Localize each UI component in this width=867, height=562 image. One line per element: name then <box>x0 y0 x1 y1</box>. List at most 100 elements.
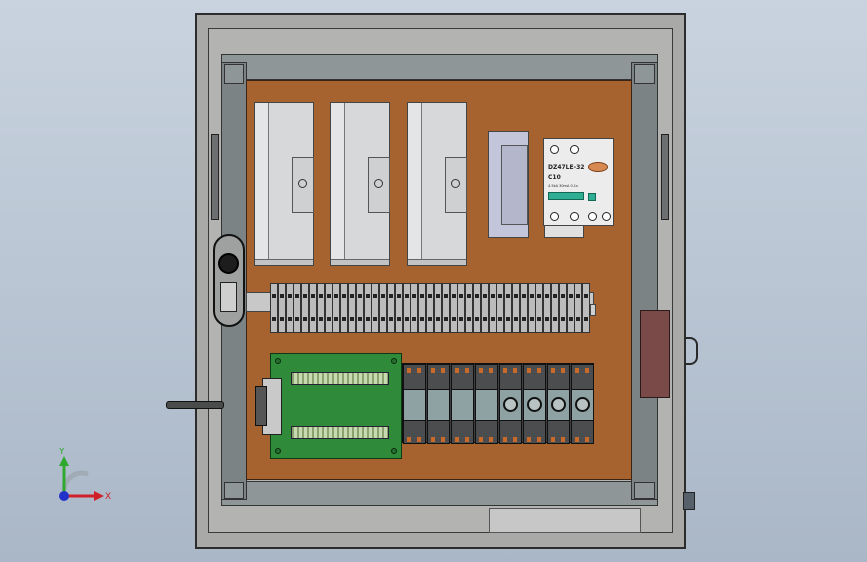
terminal-block <box>394 283 403 333</box>
terminal-block <box>340 283 349 333</box>
y-axis-label: Y <box>58 448 65 457</box>
side-handle[interactable] <box>640 310 670 398</box>
relay-pin <box>575 437 579 442</box>
relay-module[interactable] <box>523 364 546 444</box>
terminal-block <box>410 283 419 333</box>
terminal-block <box>457 283 466 333</box>
ground-lug <box>683 492 695 510</box>
relay-pin <box>407 368 411 373</box>
relay-pin <box>455 437 459 442</box>
terminal-block-strip <box>270 283 591 333</box>
terminal-block <box>301 283 310 333</box>
enclosure-latch-icon[interactable] <box>213 234 245 327</box>
latch-knob[interactable] <box>218 253 239 274</box>
terminal-block <box>504 283 513 333</box>
terminal-block <box>480 283 489 333</box>
rcd-indicator <box>588 193 596 201</box>
rcd-model-label: DZ47LE-32 <box>548 164 585 171</box>
circuit-breaker-3[interactable] <box>407 102 467 266</box>
relay-pin <box>527 368 531 373</box>
y-axis-head <box>59 456 69 466</box>
relay-module[interactable] <box>499 364 522 444</box>
relay-pin <box>527 437 531 442</box>
indicator-lamp-icon <box>503 397 518 412</box>
terminal-block <box>472 283 481 333</box>
test-button-icon[interactable] <box>588 162 608 172</box>
z-axis-dot <box>59 491 69 501</box>
circuit-breaker-1[interactable] <box>254 102 314 266</box>
relay-module[interactable] <box>547 364 570 444</box>
terminal-block <box>527 283 536 333</box>
relay-pin <box>479 437 483 442</box>
terminal-block <box>535 283 544 333</box>
terminal-block <box>543 283 552 333</box>
relay-pin <box>489 437 493 442</box>
circuit-breaker-2[interactable] <box>330 102 390 266</box>
pcb-terminal-row-top <box>291 372 389 385</box>
relay-pin <box>537 368 541 373</box>
relay-pin <box>503 368 507 373</box>
terminal-block <box>324 283 333 333</box>
relay-module[interactable] <box>571 364 594 444</box>
contactor[interactable] <box>488 131 529 238</box>
relay-module[interactable] <box>475 364 498 444</box>
terminal-block <box>277 283 286 333</box>
relay-module[interactable] <box>451 364 474 444</box>
x-axis-label: X <box>105 492 111 502</box>
terminal-block <box>449 283 458 333</box>
relay-pin <box>513 437 517 442</box>
residual-current-breaker[interactable]: DZ47LE-32 C10 4.5kA 30mA 0.1s <box>543 138 614 226</box>
left-hinge <box>211 134 219 220</box>
relay-module[interactable] <box>403 364 426 444</box>
enclosure-bottom-panel <box>489 508 641 533</box>
rcd-toggle[interactable] <box>548 192 584 200</box>
terminal-block <box>355 283 364 333</box>
post-cap-tr <box>634 64 655 84</box>
terminal-block <box>441 283 450 333</box>
terminal-block <box>285 283 294 333</box>
relay-pin <box>455 368 459 373</box>
terminal-block <box>379 283 388 333</box>
relay-pin <box>441 437 445 442</box>
terminal-block <box>316 283 325 333</box>
relay-pin <box>575 368 579 373</box>
terminal-block <box>496 283 505 333</box>
terminal-block <box>433 283 442 333</box>
relay-pin <box>585 368 589 373</box>
terminal-end-stop <box>590 304 596 316</box>
dsub-shell <box>255 386 267 426</box>
relay-bank <box>402 363 594 444</box>
terminal-block <box>519 283 528 333</box>
relay-pin <box>585 437 589 442</box>
cable-gland-bolt <box>166 401 224 409</box>
terminal-block <box>402 283 411 333</box>
axis-triad-icon[interactable]: Y X <box>58 448 114 504</box>
terminal-block <box>293 283 302 333</box>
relay-pin <box>561 368 565 373</box>
relay-pin <box>479 368 483 373</box>
relay-pin <box>503 437 507 442</box>
indicator-lamp-icon <box>551 397 566 412</box>
relay-pin <box>489 368 493 373</box>
door-hook-icon <box>684 337 698 365</box>
post-cap-bl <box>224 482 244 499</box>
terminal-block <box>426 283 435 333</box>
indicator-lamp-icon <box>575 397 590 412</box>
relay-module[interactable] <box>427 364 450 444</box>
latch-key <box>220 282 237 312</box>
terminal-block <box>566 283 575 333</box>
terminal-block <box>348 283 357 333</box>
terminal-block <box>465 283 474 333</box>
terminal-block <box>574 283 583 333</box>
relay-pin <box>431 437 435 442</box>
terminal-block <box>418 283 427 333</box>
relay-pin <box>441 368 445 373</box>
bottom-mounting-rail <box>221 481 658 506</box>
terminal-block <box>371 283 380 333</box>
rcd-rating-label: C10 <box>548 174 561 181</box>
terminal-block <box>270 283 278 333</box>
top-mounting-rail <box>221 54 658 80</box>
terminal-block <box>558 283 567 333</box>
interface-pcb[interactable] <box>270 353 402 459</box>
